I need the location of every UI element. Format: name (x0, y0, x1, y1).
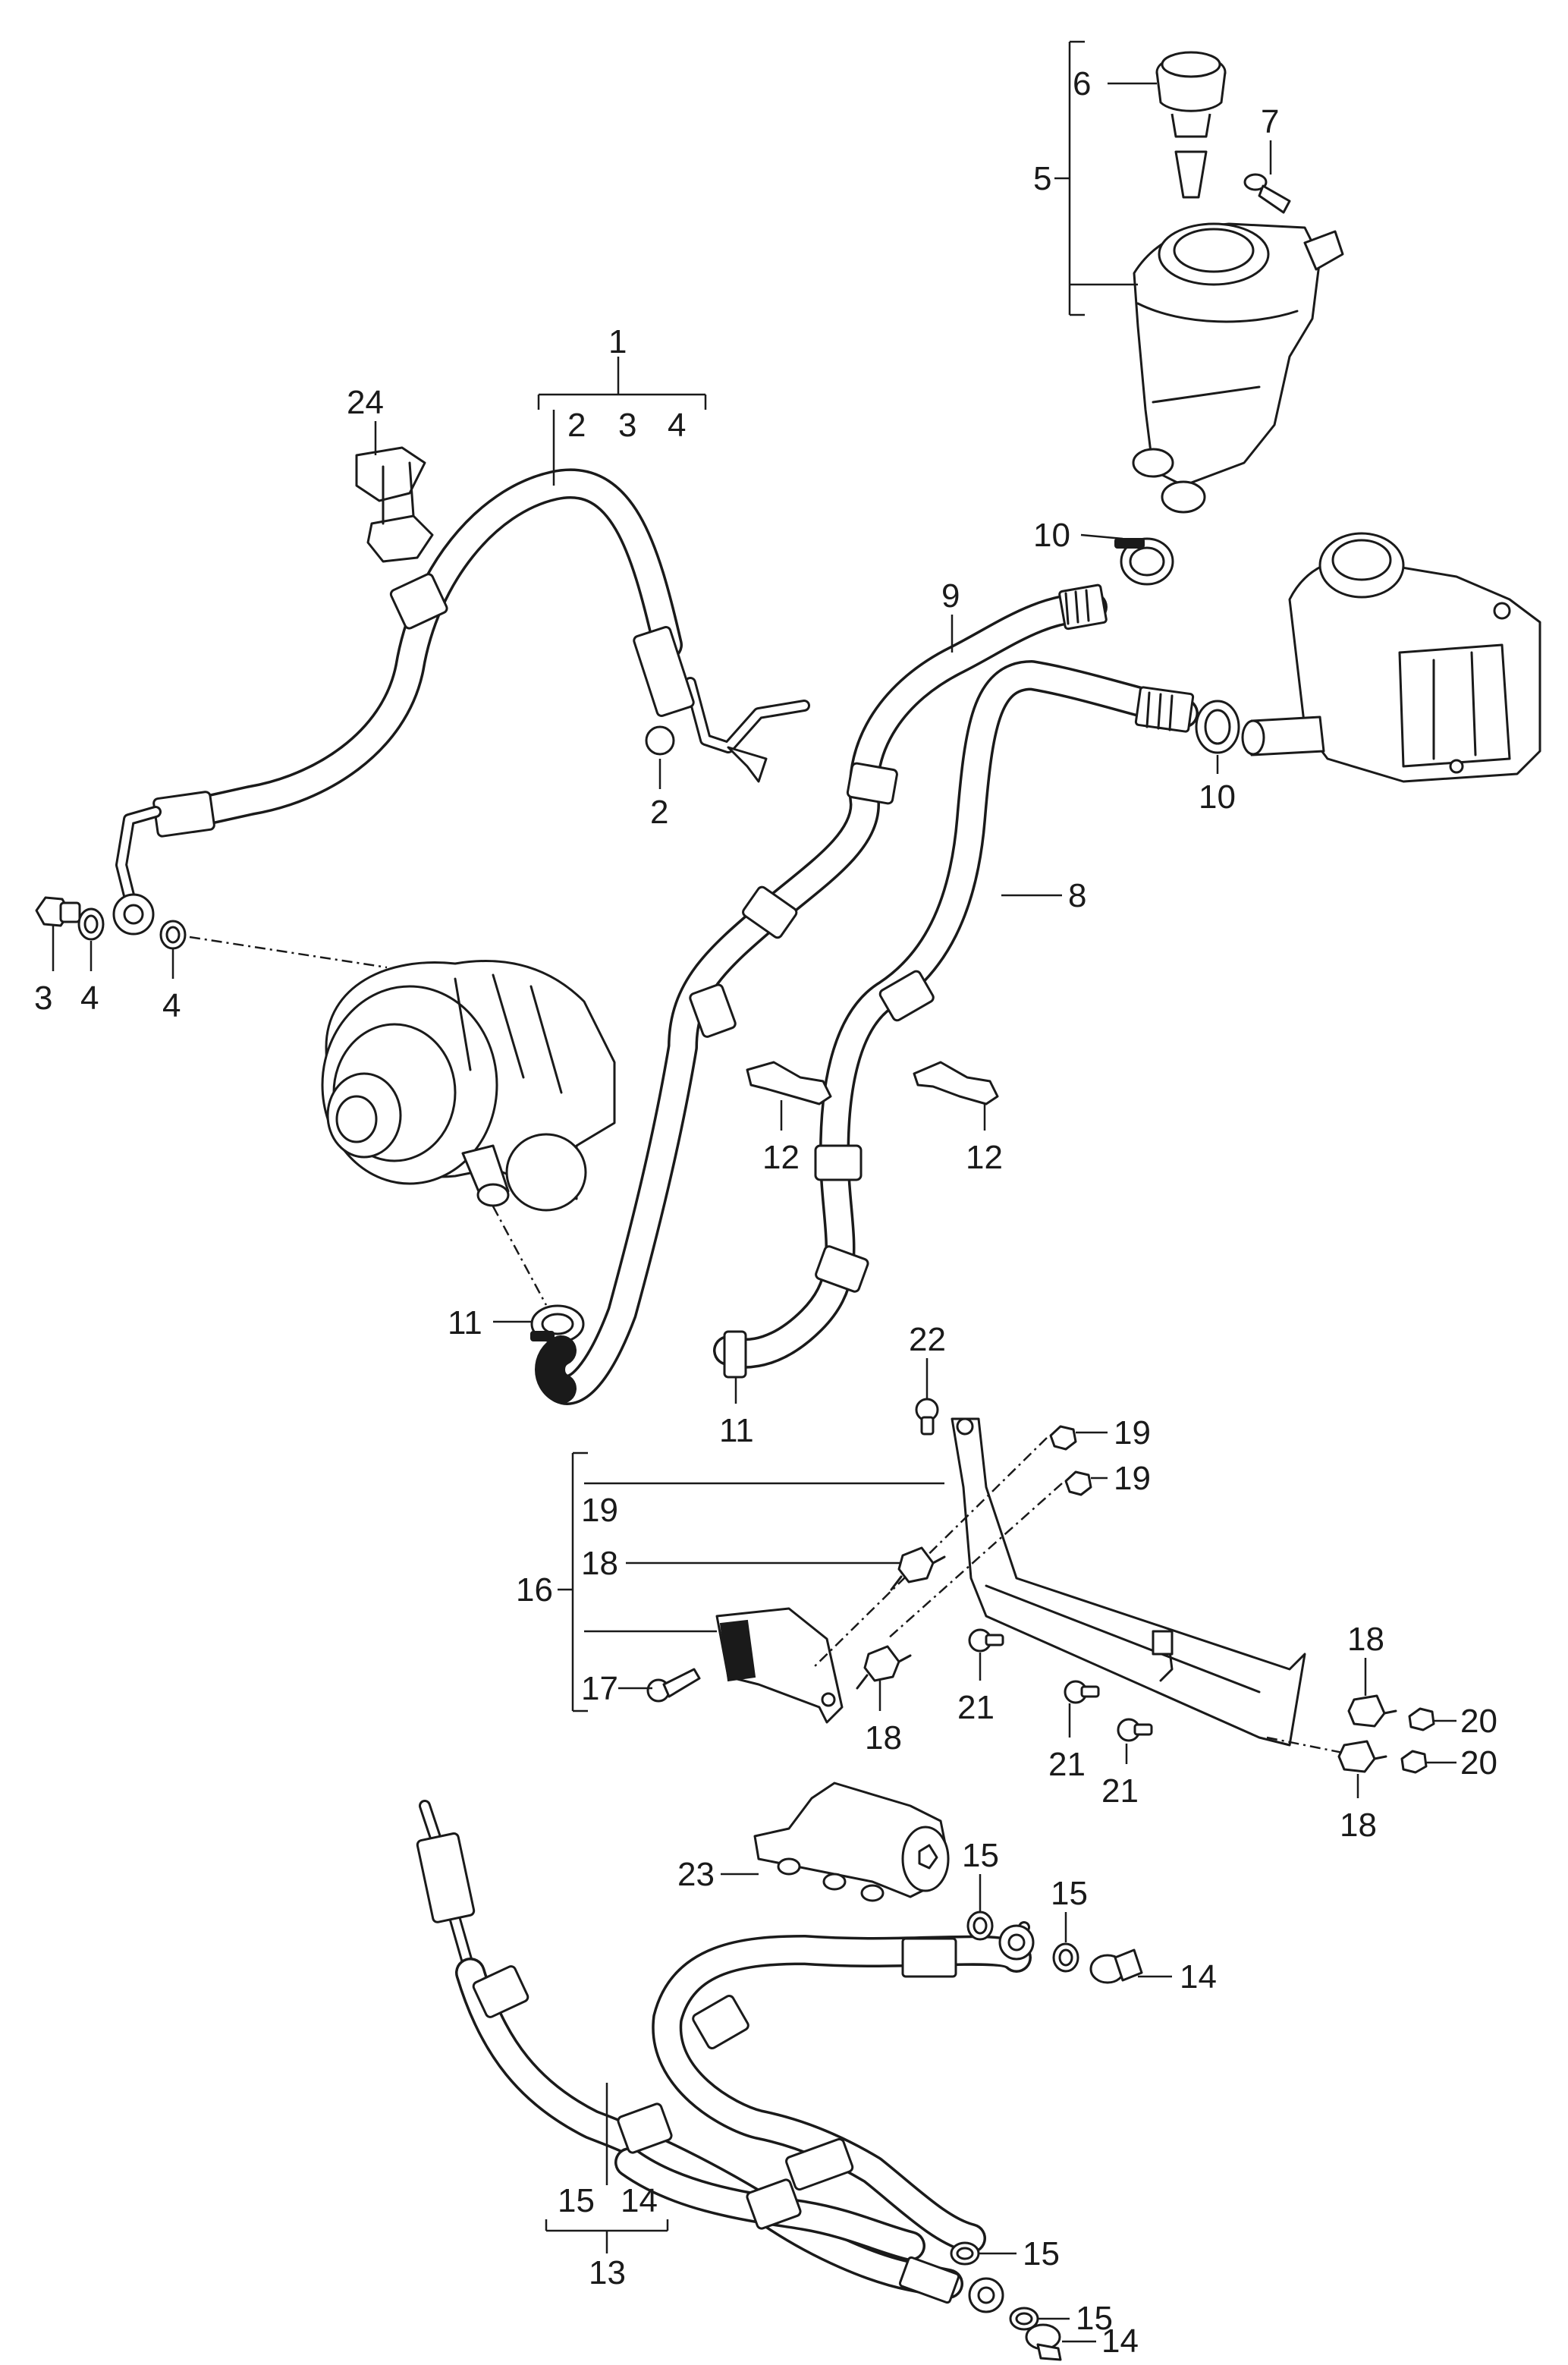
callout-17: 17 (581, 1670, 618, 1707)
callout-1: 1 (608, 323, 627, 360)
callout-20b: 20 (1460, 1744, 1497, 1782)
callout-19b: 19 (1114, 1460, 1151, 1497)
callout-14a: 14 (1180, 1958, 1217, 1995)
banjo-bolt-14b (1025, 2323, 1062, 2361)
callout-20a: 20 (1460, 1703, 1497, 1740)
fluid-reservoir-5 (1132, 222, 1344, 514)
callout-23: 23 (677, 1856, 715, 1893)
seal-ring-15c (950, 2241, 980, 2266)
callout-18c: 18 (1347, 1621, 1384, 1658)
return-hose-9 (535, 583, 1108, 1405)
screw-17 (646, 1668, 701, 1703)
reservoir-screw-7 (1243, 173, 1291, 214)
callout-15e: 15 (1076, 2300, 1113, 2337)
seal-ring-4b (159, 920, 187, 950)
bolt-21a (968, 1628, 1004, 1653)
callout-15b: 15 (1051, 1875, 1088, 1912)
callout-21c: 21 (1101, 1772, 1139, 1810)
hose-clamp-10a (1114, 537, 1174, 586)
callout-7: 7 (1261, 103, 1279, 140)
callout-3-top: 3 (618, 407, 636, 444)
callout-5: 5 (1033, 160, 1051, 197)
seal-ring-15b (1052, 1942, 1079, 1973)
hose-clamp-10b (1195, 700, 1240, 754)
seal-ring-4a (77, 907, 105, 941)
callout-11b: 11 (719, 1412, 754, 1449)
leader-lines (52, 40, 1456, 2343)
callout-19a: 19 (1114, 1414, 1151, 1451)
bolt-21b (1064, 1680, 1100, 1704)
hose-clip-12b (913, 1061, 999, 1105)
callout-2-top: 2 (567, 407, 586, 444)
supply-hose-8 (713, 660, 1199, 1369)
callout-16: 16 (516, 1571, 553, 1609)
hose-clip-24 (355, 446, 434, 563)
callout-18d: 18 (1340, 1807, 1377, 1844)
callout-12b: 12 (966, 1139, 1003, 1176)
reservoir-cap-6 (1155, 51, 1227, 199)
callout-18b: 18 (865, 1719, 902, 1756)
nut-20b (1400, 1750, 1428, 1774)
callout-12a: 12 (762, 1139, 800, 1176)
rubber-mount-18d (1337, 1740, 1387, 1773)
rubber-mount-18b (856, 1645, 912, 1690)
callout-10-top: 10 (1033, 517, 1070, 554)
callout-11a: 11 (448, 1304, 482, 1341)
callout-10-bottom: 10 (1199, 778, 1236, 816)
callout-9: 9 (941, 577, 960, 615)
rubber-mount-18a (890, 1546, 946, 1591)
callout-15d: 15 (1023, 2235, 1060, 2272)
callout-22: 22 (909, 1321, 946, 1358)
reservoir-assembly-installed (1241, 532, 1541, 783)
hose-clamp-11a (530, 1304, 585, 1344)
callout-numbers: 1 2 3 4 24 2 3 4 4 5 6 7 10 10 9 8 12 12… (34, 65, 1497, 2360)
seal-ring-2 (645, 725, 675, 756)
hose-sleeve-11b (723, 1330, 747, 1379)
callout-15c: 15 (558, 2182, 595, 2219)
nut-19a (1049, 1425, 1077, 1451)
callout-14c: 14 (1101, 2323, 1139, 2360)
callout-8: 8 (1068, 877, 1086, 914)
banjo-bolt-14a (1089, 1948, 1143, 1984)
pressure-line-assembly (112, 468, 810, 936)
cooler-23 (753, 1782, 950, 1902)
power-steering-pump (189, 936, 616, 1306)
callout-2: 2 (650, 794, 668, 831)
nut-19b (1064, 1470, 1092, 1496)
seal-ring-15d (1009, 2307, 1039, 2331)
bracket-assembly-16 (715, 1417, 1306, 1747)
callout-24: 24 (347, 384, 384, 421)
callout-3: 3 (34, 980, 52, 1017)
pressure-hose-assembly-13 (416, 1800, 1035, 2313)
callout-4b: 4 (162, 987, 181, 1024)
rubber-mount-18c (1347, 1694, 1397, 1728)
callout-21a: 21 (957, 1689, 995, 1726)
callout-13: 13 (589, 2254, 626, 2291)
seal-ring-15a (966, 1911, 994, 1941)
bolt-22 (915, 1398, 939, 1436)
callout-6: 6 (1073, 65, 1091, 102)
callout-19c: 19 (581, 1492, 618, 1529)
callout-18a: 18 (581, 1545, 618, 1582)
nut-20a (1408, 1707, 1435, 1731)
callout-4-top: 4 (668, 407, 686, 444)
callout-4a: 4 (80, 980, 99, 1017)
callout-15a: 15 (962, 1837, 999, 1874)
callout-21b: 21 (1048, 1746, 1086, 1783)
bolt-21c (1117, 1718, 1153, 1742)
hose-clip-12a (746, 1061, 832, 1105)
banjo-bolt-3 (35, 896, 81, 927)
callout-14b: 14 (621, 2182, 658, 2219)
